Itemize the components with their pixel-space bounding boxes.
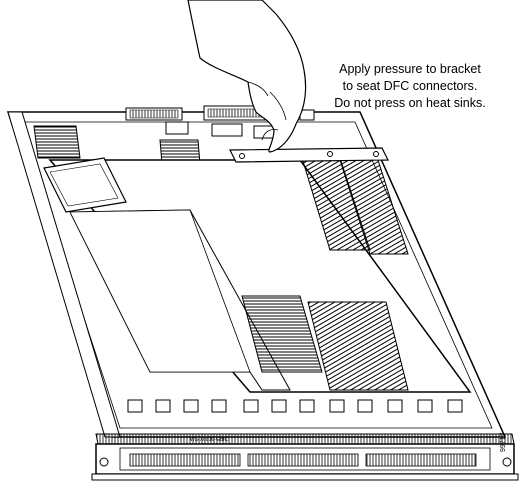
dfc-heat-sinks: [241, 157, 409, 391]
base-heat-sinks: [33, 125, 201, 165]
faceplate-label: WS-X6816-GBIC: [190, 437, 228, 443]
seating-bracket: [229, 147, 389, 163]
instruction-callout: Apply pressure to bracket to seat DFC co…: [300, 61, 520, 112]
callout-line-2: to seat DFC connectors.: [342, 79, 478, 93]
hand-illustration: [187, 0, 307, 153]
small-module: [43, 157, 127, 213]
callout-line-3: Do not press on heat sinks.: [334, 96, 486, 110]
faceplate: [91, 433, 519, 481]
figure-id: 99717: [500, 432, 507, 452]
port-cage-row: [127, 399, 463, 413]
callout-line-1: Apply pressure to bracket: [339, 62, 481, 76]
